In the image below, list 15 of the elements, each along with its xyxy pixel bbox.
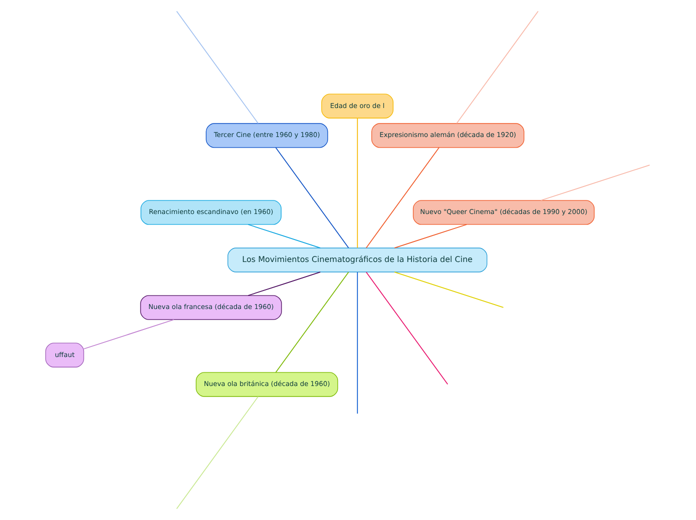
connector bbox=[540, 164, 650, 201]
connector bbox=[366, 147, 440, 248]
connector bbox=[248, 272, 321, 296]
connector bbox=[356, 272, 358, 414]
connector bbox=[83, 319, 174, 350]
connector bbox=[394, 272, 504, 308]
connector bbox=[248, 224, 321, 248]
connector bbox=[456, 10, 539, 124]
connector bbox=[366, 272, 448, 385]
connector bbox=[176, 10, 259, 124]
connector bbox=[394, 224, 468, 248]
connector bbox=[275, 147, 349, 248]
connector bbox=[356, 118, 358, 248]
connector bbox=[176, 396, 259, 510]
connector bbox=[275, 272, 349, 373]
